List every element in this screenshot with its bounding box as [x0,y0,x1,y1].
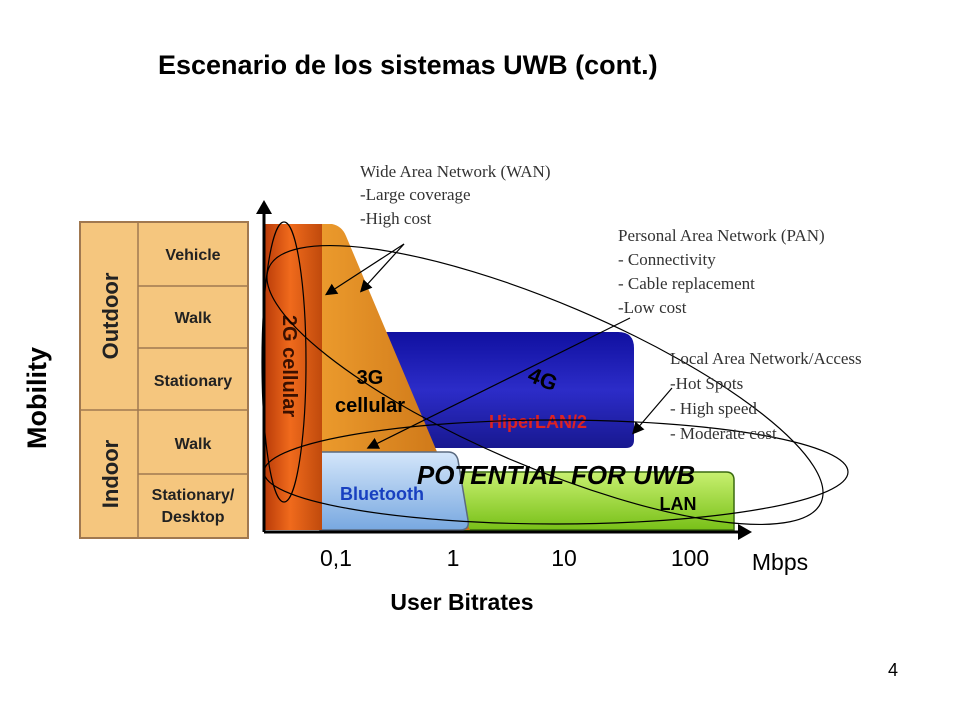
lan-callout: Local Area Network/Access -Hot Spots - H… [670,349,862,443]
label-2g-cellular: 2G cellular [278,315,300,417]
pan-callout-line2: - Cable replacement [618,274,755,293]
mobility-axis-label: Mobility [22,347,52,449]
label-hiperlan: HiperLAN/2 [489,412,587,432]
region-2g [264,224,322,530]
label-bluetooth: Bluetooth [340,484,424,504]
lan-callout-line2: - High speed [670,399,757,418]
label-3g-line2: cellular [335,395,405,417]
x-axis-unit: Mbps [752,549,808,575]
page-number: 4 [888,660,899,680]
pan-ellipse [266,244,824,526]
mobility-table: Outdoor Indoor Vehicle Walk Stationary W… [79,221,249,539]
row-walk-indoor: Walk [175,436,212,453]
x-tick-1: 1 [447,545,460,571]
lan-callout-title: Local Area Network/Access [670,349,862,368]
row-walk-outdoor: Walk [175,310,212,327]
row-stationary-desktop-line1: Stationary/ [152,487,235,504]
row-vehicle: Vehicle [165,247,220,264]
x-tick-10: 10 [551,545,577,571]
region-4g [372,332,634,448]
pan-callout: Personal Area Network (PAN) - Connectivi… [618,226,825,317]
indoor-group-label: Indoor [98,439,123,508]
x-tick-0-1: 0,1 [320,545,352,571]
label-lan: LAN [660,494,697,514]
lan-callout-line1: -Hot Spots [670,374,743,393]
wan-callout: Wide Area Network (WAN) -Large coverage … [360,162,551,228]
row-stationary: Stationary [154,373,232,390]
slide-title: Escenario de los sistemas UWB (cont.) [158,50,658,80]
outdoor-group-label: Outdoor [98,272,123,359]
x-tick-100: 100 [671,545,709,571]
label-3g-line1: 3G [357,367,384,389]
x-axis-label: User Bitrates [390,589,533,615]
pan-callout-title: Personal Area Network (PAN) [618,226,825,245]
wan-callout-line1: -Large coverage [360,185,471,204]
uwb-potential-ellipse [263,419,849,525]
pan-callout-line3: -Low cost [618,298,687,317]
row-stationary-desktop-line2: Desktop [161,509,224,526]
pan-callout-line1: - Connectivity [618,250,716,269]
lan-callout-line3: - Moderate cost [670,424,777,443]
label-potential-uwb: POTENTIAL FOR UWB [417,460,695,490]
wan-callout-line2: -High cost [360,209,432,228]
wan-callout-title: Wide Area Network (WAN) [360,162,551,181]
wan-ellipse [261,221,307,503]
